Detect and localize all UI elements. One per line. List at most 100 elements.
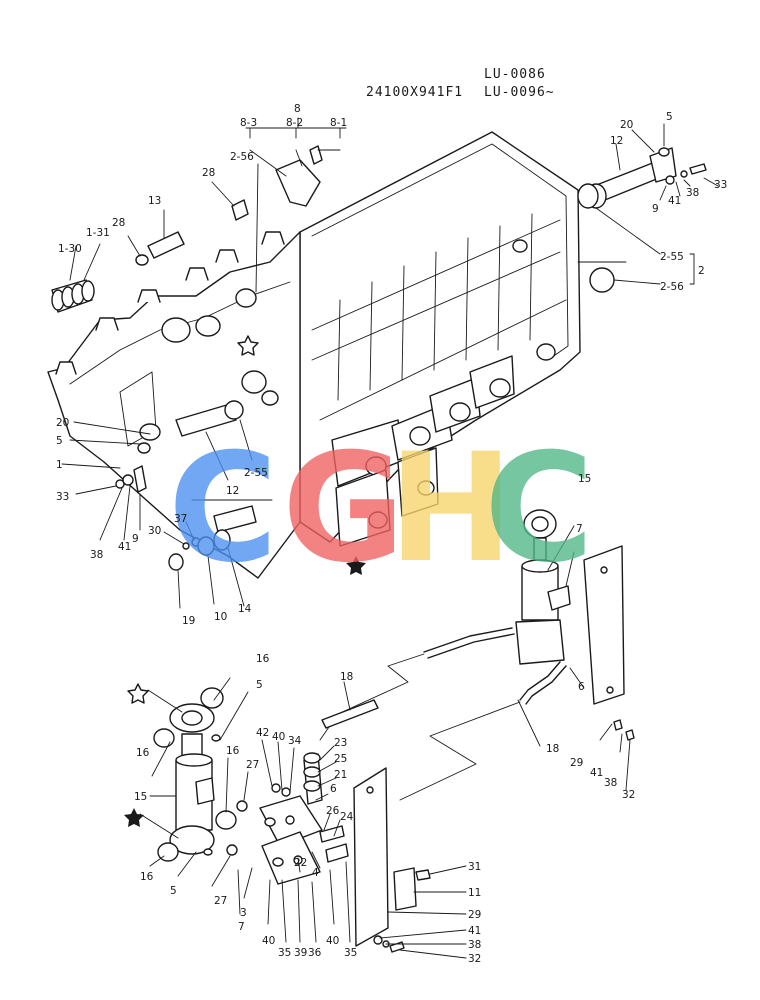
callout: 33: [56, 491, 69, 503]
callout: 12: [610, 135, 623, 147]
callout: 5: [56, 435, 63, 447]
grease-cup-19: [168, 553, 184, 571]
callout: 18: [340, 671, 353, 683]
guard-plate-29: [583, 545, 625, 705]
bolt-5: [658, 147, 670, 157]
watermark-letter-4: C: [484, 422, 594, 596]
callout: 20: [56, 417, 69, 429]
pivot-boss: [241, 370, 267, 394]
tooth-adapter-8: [275, 159, 321, 207]
pin-washer: [139, 423, 161, 441]
callout: 23: [334, 737, 347, 749]
pivot-boss: [261, 390, 279, 406]
hose-routing: [319, 653, 521, 801]
star-filled-lower: [124, 808, 144, 827]
callout: 28: [112, 217, 125, 229]
callout: 24: [340, 811, 354, 823]
callout: 41: [118, 541, 131, 553]
callout: 9: [132, 533, 139, 545]
bushing: [224, 400, 244, 420]
hose-18-lower: [519, 661, 561, 701]
tooth-pin-8-1: [309, 145, 323, 165]
callout: 29: [468, 909, 481, 921]
callout: 4: [312, 867, 319, 879]
hose-18-upper: [423, 627, 513, 653]
callout: 39: [294, 947, 307, 959]
callout: 34: [288, 735, 302, 747]
part-code: 24100X941F1: [366, 85, 463, 100]
callout: 32: [468, 953, 481, 965]
washer-38: [680, 170, 688, 178]
callout: 21: [334, 769, 347, 781]
seal-10: [197, 536, 215, 556]
bushing-16-left: [153, 728, 175, 748]
callout: 18: [546, 743, 559, 755]
callout: 16: [226, 745, 240, 757]
back-plate-ribs: [337, 213, 533, 401]
star-filled: [346, 556, 366, 575]
callout: 2-55: [244, 467, 268, 479]
callout: 28: [202, 167, 215, 179]
star-outline-lower: [127, 683, 149, 704]
bolt-33: [689, 163, 707, 175]
callout: 32: [622, 789, 635, 801]
callout: 38: [90, 549, 103, 561]
callout: 8: [294, 103, 301, 115]
cross-pin: [175, 403, 237, 437]
callout: 8-1: [330, 117, 347, 129]
pivot-boss: [161, 317, 191, 343]
callout: 8-3: [240, 117, 257, 129]
callout: 3: [240, 907, 247, 919]
bucket-frame-assembly: [47, 131, 581, 579]
left-side-frame: [47, 231, 301, 579]
bolt-31: [415, 869, 431, 881]
valve-block: [515, 619, 565, 665]
pivot-boss: [235, 288, 257, 308]
callout: 20: [620, 119, 633, 131]
callout: 30: [148, 525, 161, 537]
oring-27: [236, 800, 248, 812]
callout: 5: [170, 885, 177, 897]
bushing-2-55: [577, 183, 599, 209]
watermark-letter-1: C: [168, 422, 278, 596]
back-plate-bands: [311, 219, 567, 421]
callout: 16: [256, 653, 270, 665]
callout: 2-56: [230, 151, 254, 163]
boss-hole: [536, 343, 556, 361]
callout: 5: [256, 679, 263, 691]
callout: 2-55: [660, 251, 684, 263]
callout: 27: [214, 895, 227, 907]
callout: 16: [136, 747, 150, 759]
callout: 11: [468, 887, 481, 899]
callout: 40: [326, 935, 339, 947]
small-parts-top-right: [577, 123, 719, 293]
callout: 15: [134, 791, 147, 803]
callout-labels: 8 8-3 8-2 8-1 2-56 28 13 28 1-31 1-30 12…: [56, 103, 727, 965]
small-parts-top-left: [51, 117, 347, 313]
callout: 33: [714, 179, 727, 191]
callout: 22: [294, 857, 307, 869]
pin-13: [147, 231, 185, 259]
valve-fittings: [237, 739, 351, 943]
left-cylinder-assembly: [139, 677, 249, 887]
callout: 9: [652, 203, 659, 215]
model-line-2: LU-0096~: [484, 85, 555, 100]
callout: 29: [570, 757, 583, 769]
ring-28: [135, 254, 149, 266]
callout: 7: [576, 523, 583, 535]
oring-27-lower: [226, 844, 238, 856]
callout: 37: [174, 513, 187, 525]
model-line-1: LU-0086: [484, 67, 546, 82]
bushing-2-56: [589, 267, 615, 293]
callout: 1-30: [58, 243, 82, 255]
callout: 19: [182, 615, 195, 627]
watermark-letter-3: H: [388, 422, 514, 596]
callout: 40: [272, 731, 285, 743]
callout: 2: [698, 265, 705, 277]
bracket-11: [393, 867, 417, 911]
boss-hole: [512, 239, 528, 253]
callout: 6: [578, 681, 585, 693]
callout: 40: [262, 935, 275, 947]
